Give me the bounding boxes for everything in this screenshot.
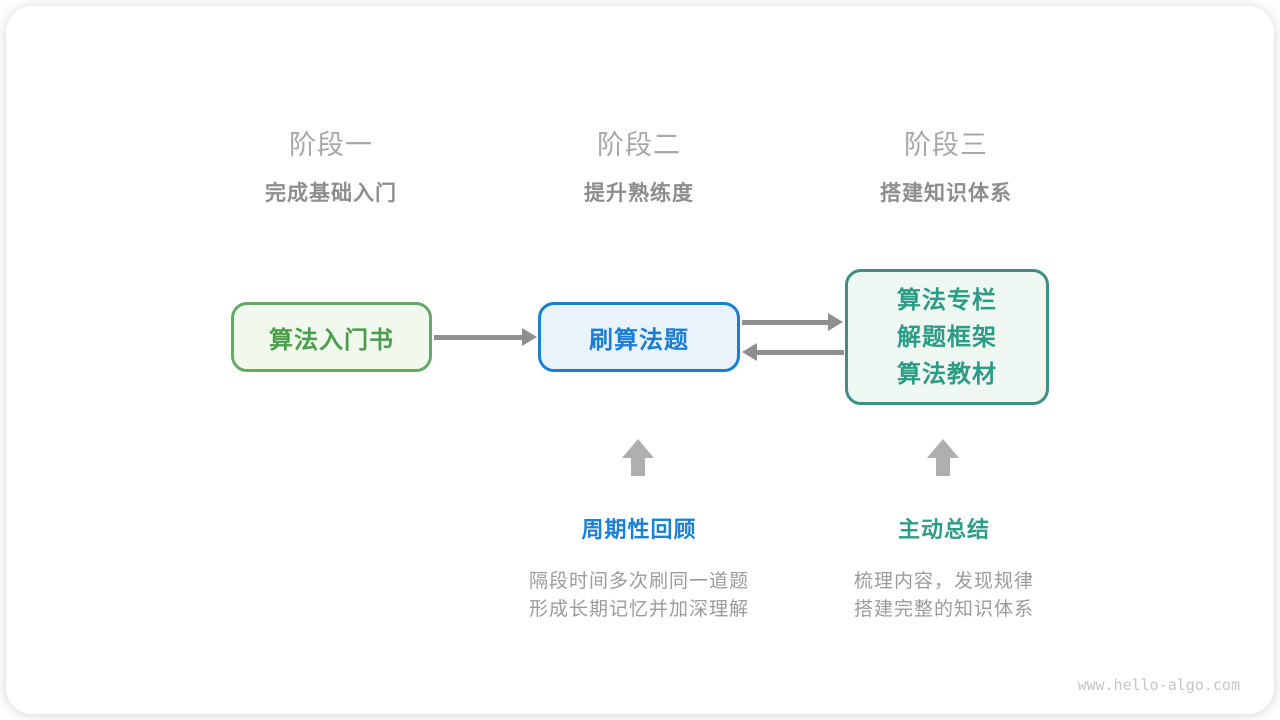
arrow-3-line [757, 350, 844, 355]
node-line-algorithm-column: 算法专栏 [897, 286, 997, 314]
stage-3-title: 阶段三 [904, 130, 988, 160]
method-active-summary: 主动总结 梳理内容，发现规律 搭建完整的知识体系 [774, 512, 1114, 624]
stage-1-subtitle: 完成基础入门 [265, 182, 397, 205]
node-intro-book: 算法入门书 [231, 302, 432, 372]
arrow-2-line [742, 320, 829, 325]
desc-line: 形成长期记忆并加深理解 [528, 599, 749, 620]
node-line-algorithm-textbook: 算法教材 [897, 360, 997, 388]
stage-2-title: 阶段二 [597, 130, 681, 160]
node-practice-problems: 刷算法题 [538, 302, 740, 372]
stage-1-header: 阶段一 完成基础入门 [171, 128, 491, 207]
arrow-right-icon [522, 328, 537, 346]
stage-3-header: 阶段三 搭建知识体系 [786, 128, 1106, 207]
desc-line: 隔段时间多次刷同一道题 [528, 571, 749, 592]
stage-2-header: 阶段二 提升熟练度 [479, 128, 799, 207]
method-periodic-review-desc: 隔段时间多次刷同一道题 形成长期记忆并加深理解 [469, 568, 809, 624]
arrow-right-icon [828, 313, 843, 331]
arrow-up-icon [927, 439, 959, 476]
arrow-up-head [927, 439, 959, 458]
arrow-1-line [434, 335, 523, 340]
node-knowledge-resources: 算法专栏 解题框架 算法教材 [845, 269, 1049, 405]
desc-line: 搭建完整的知识体系 [853, 599, 1034, 620]
arrow-up-stem [936, 458, 950, 476]
method-active-summary-desc: 梳理内容，发现规律 搭建完整的知识体系 [774, 568, 1114, 624]
method-active-summary-label: 主动总结 [897, 517, 990, 542]
stage-1-title: 阶段一 [289, 130, 373, 160]
desc-line: 梳理内容，发现规律 [853, 571, 1034, 592]
node-line-solution-framework: 解题框架 [897, 323, 997, 351]
stage-3-subtitle: 搭建知识体系 [880, 182, 1012, 205]
arrow-up-stem [631, 458, 645, 476]
diagram-card: 阶段一 完成基础入门 阶段二 提升熟练度 阶段三 搭建知识体系 算法入门书 刷算… [6, 6, 1274, 714]
watermark: www.hello-algo.com [1077, 676, 1240, 694]
method-periodic-review-label: 周期性回顾 [581, 517, 697, 542]
arrow-left-icon [742, 343, 757, 361]
arrow-up-icon [622, 439, 654, 476]
method-periodic-review: 周期性回顾 隔段时间多次刷同一道题 形成长期记忆并加深理解 [469, 512, 809, 624]
stage-2-subtitle: 提升熟练度 [584, 182, 694, 205]
arrow-up-head [622, 439, 654, 458]
